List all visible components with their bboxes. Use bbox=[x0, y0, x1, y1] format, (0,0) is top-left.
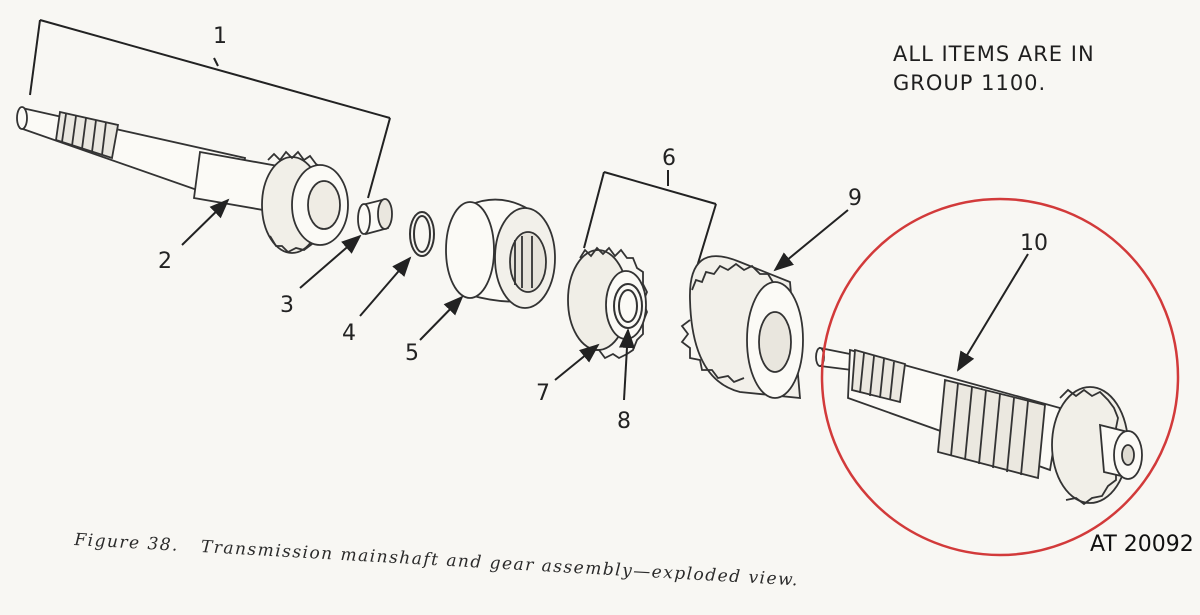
leader-lines bbox=[181, 198, 1029, 401]
callout-4: 4 bbox=[342, 321, 356, 346]
thrust-washer bbox=[613, 283, 643, 329]
callout-6: 6 bbox=[662, 146, 676, 171]
bracket-6 bbox=[583, 170, 717, 271]
countershaft bbox=[815, 346, 1143, 506]
needle-bearing bbox=[357, 198, 393, 236]
highlight-circle bbox=[820, 197, 1180, 557]
group-note: ALL ITEMS ARE IN GROUP 1100. bbox=[893, 40, 1095, 98]
drawing-code: AT 20092 bbox=[1090, 532, 1194, 557]
callout-3: 3 bbox=[280, 293, 294, 318]
mainshaft bbox=[16, 106, 349, 254]
callout-1: 1 bbox=[213, 24, 227, 49]
second-speed-gear bbox=[567, 246, 648, 360]
callout-8: 8 bbox=[617, 409, 631, 434]
callout-10: 10 bbox=[1020, 231, 1048, 256]
group-note-line-2: GROUP 1100. bbox=[893, 71, 1047, 95]
bracket-1 bbox=[29, 19, 391, 199]
callout-7: 7 bbox=[536, 381, 550, 406]
first-speed-gear bbox=[680, 255, 804, 400]
callout-2: 2 bbox=[158, 249, 172, 274]
synchronizer-assembly bbox=[445, 198, 556, 309]
callout-5: 5 bbox=[405, 341, 419, 366]
snap-ring bbox=[409, 211, 435, 257]
callout-9: 9 bbox=[848, 186, 862, 211]
group-note-line-1: ALL ITEMS ARE IN bbox=[893, 42, 1095, 66]
